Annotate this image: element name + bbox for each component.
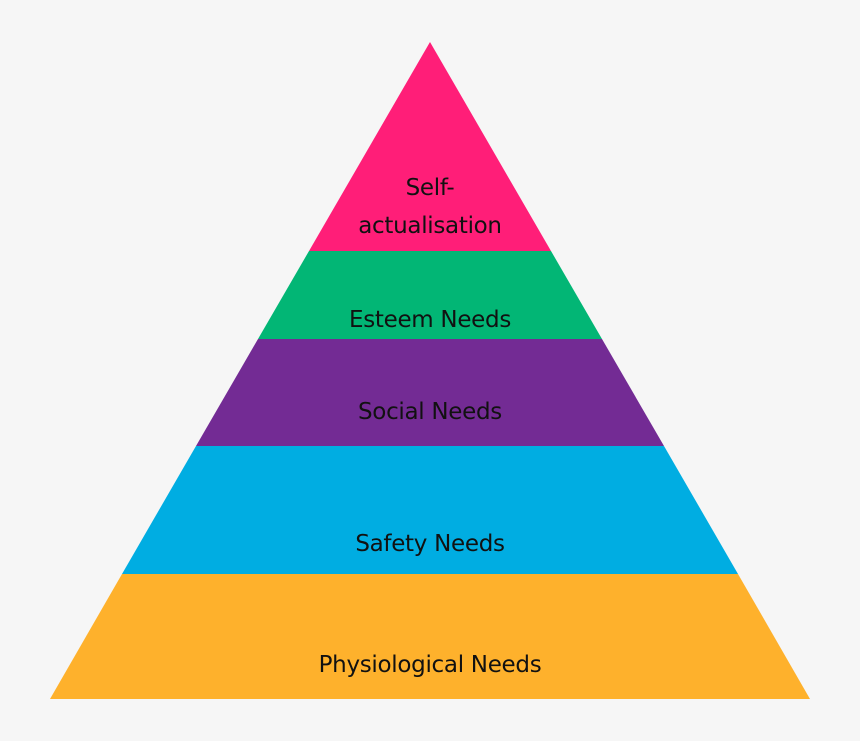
level-social (196, 339, 664, 446)
label-social-needs: Social Needs (358, 399, 502, 425)
label-self-actualisation-line2: actualisation (358, 213, 502, 239)
label-esteem-needs: Esteem Needs (348, 307, 512, 333)
label-safety-needs: Safety Needs (355, 531, 505, 557)
level-self-actualisation (309, 42, 551, 251)
level-safety (122, 446, 738, 574)
level-physiological (50, 574, 810, 699)
label-self-actualisation-line1: Self- (405, 175, 455, 201)
level-esteem (258, 251, 602, 339)
label-physiological-needs: Physiological Needs (318, 652, 542, 678)
